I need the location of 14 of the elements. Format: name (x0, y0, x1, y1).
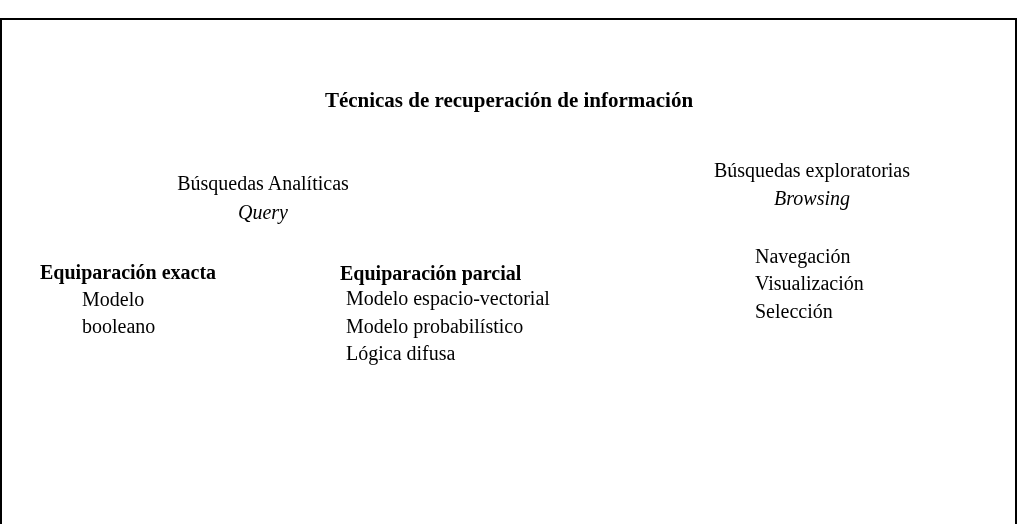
category-heading: Equiparación parcial (340, 261, 522, 285)
list-item: Modelo espacio-vectorial (346, 286, 550, 310)
list-item: Navegación (755, 244, 851, 268)
diagram-title: Técnicas de recuperación de información (324, 88, 694, 112)
subheading-text: Query (238, 200, 288, 224)
list-item: Visualización (755, 271, 864, 295)
list-item: Modelo booleano (82, 287, 157, 339)
heading-text: Búsquedas Analíticas (177, 171, 349, 195)
heading-text: Búsquedas exploratorias (713, 158, 911, 182)
list-item: Modelo probabilístico (346, 314, 524, 338)
list-item: Lógica difusa (346, 341, 456, 365)
category-heading: Equiparación exacta (40, 260, 217, 284)
list-item: Selección (755, 299, 833, 323)
subheading-text: Browsing (774, 186, 850, 210)
